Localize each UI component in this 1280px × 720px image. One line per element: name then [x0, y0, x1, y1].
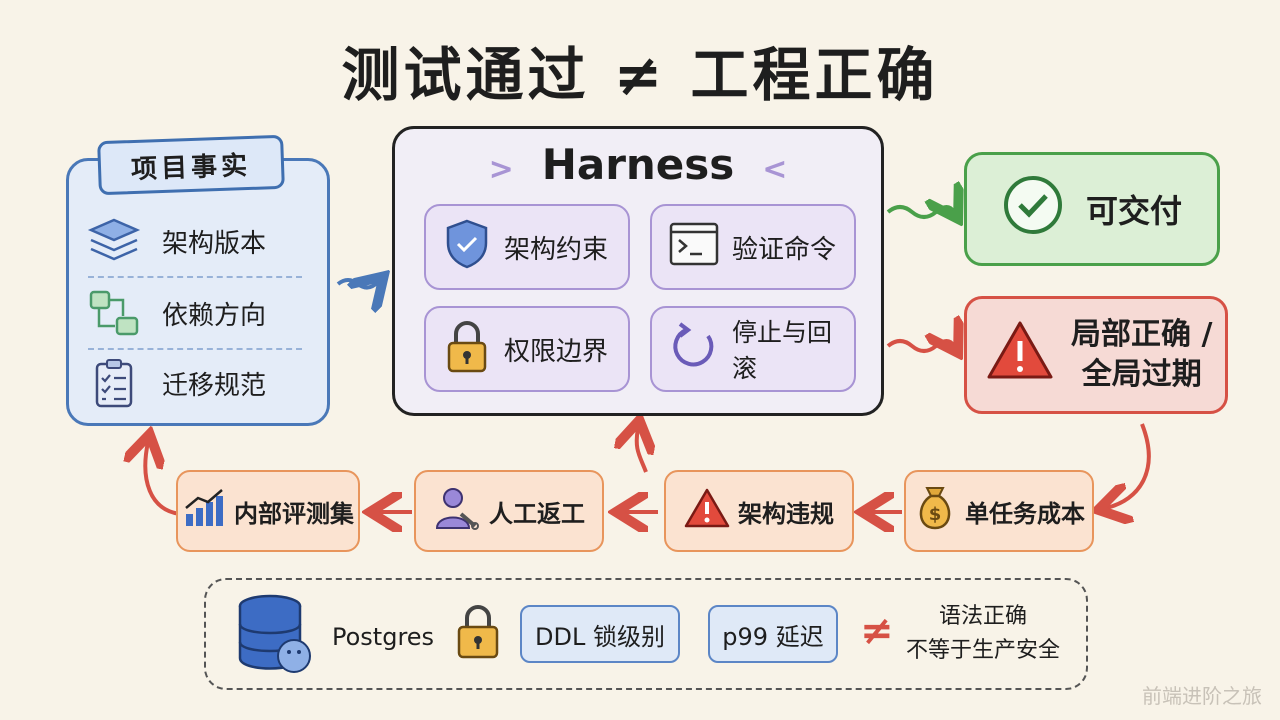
fact-dependency-direction: 依赖方向 [86, 286, 316, 340]
stale-box: 局部正确 /全局过期 [964, 296, 1228, 414]
cost-per-task: $ 单任务成本 [904, 470, 1094, 552]
footer-panel [204, 578, 1088, 690]
fact-architecture-version: 架构版本 [86, 214, 316, 268]
footer-note: 语法正确不等于生产安全 [906, 604, 1061, 663]
harness-stop-rollback: 停止与回滚 [650, 306, 856, 392]
lock-icon [442, 318, 492, 381]
arrow-facts-to-harness [336, 280, 378, 288]
arrow-to-deliverable [886, 207, 954, 217]
project-facts-label: 项目事实 [97, 134, 285, 196]
harness-architecture-constraint: 架构约束 [424, 204, 630, 290]
worker-icon [433, 484, 481, 538]
arrow-to-stale [886, 341, 954, 351]
rollback-icon [668, 320, 720, 379]
p99-latency-tag: p99 延迟 [708, 605, 838, 663]
fact-label: 架构版本 [162, 228, 267, 259]
stale-text: 局部正确 /全局过期 [1071, 317, 1213, 392]
cost-internal-eval: 内部评测集 [176, 470, 360, 552]
fact-migration-spec: 迁移规范 [86, 356, 316, 410]
page-title: 测试通过 ≠ 工程正确 [341, 41, 939, 109]
deco-mark-right: < [762, 152, 788, 187]
chart-icon [182, 486, 226, 536]
harness-verify-command: 验证命令 [650, 204, 856, 290]
warning-icon [684, 487, 730, 535]
warning-icon [985, 319, 1055, 392]
shield-icon [442, 217, 492, 278]
cost-manual-rework: 人工返工 [414, 470, 604, 552]
divider [88, 348, 302, 350]
fact-label: 依赖方向 [162, 300, 267, 331]
layers-icon [86, 216, 142, 266]
harness-permission-boundary: 权限边界 [424, 306, 630, 392]
arrow-stale-down [1106, 423, 1151, 508]
deliverable-box: 可交付 [964, 152, 1220, 266]
fact-label: 迁移规范 [162, 370, 267, 401]
harness-title: >Harness< [488, 140, 788, 189]
watermark: 前端进阶之旅 [1142, 684, 1262, 708]
deco-mark-left: > [488, 152, 514, 187]
cost-architecture-violation: 架构违规 [664, 470, 854, 552]
postgres-item: Postgres [232, 592, 434, 682]
not-equal-sign: ≠ [860, 608, 894, 654]
ddl-lock-level-tag: DDL 锁级别 [520, 605, 680, 663]
svg-text:$: $ [929, 504, 942, 525]
database-icon [232, 592, 316, 682]
checklist-icon [86, 358, 142, 408]
terminal-icon [668, 220, 720, 275]
check-circle-icon [1002, 174, 1064, 244]
arrow-up-to-facts [145, 442, 181, 516]
footer-lock-icon [452, 600, 504, 660]
dependency-icon [86, 288, 142, 338]
arrow-up-to-harness [637, 428, 646, 473]
divider [88, 276, 302, 278]
money-bag-icon: $ [913, 484, 957, 538]
